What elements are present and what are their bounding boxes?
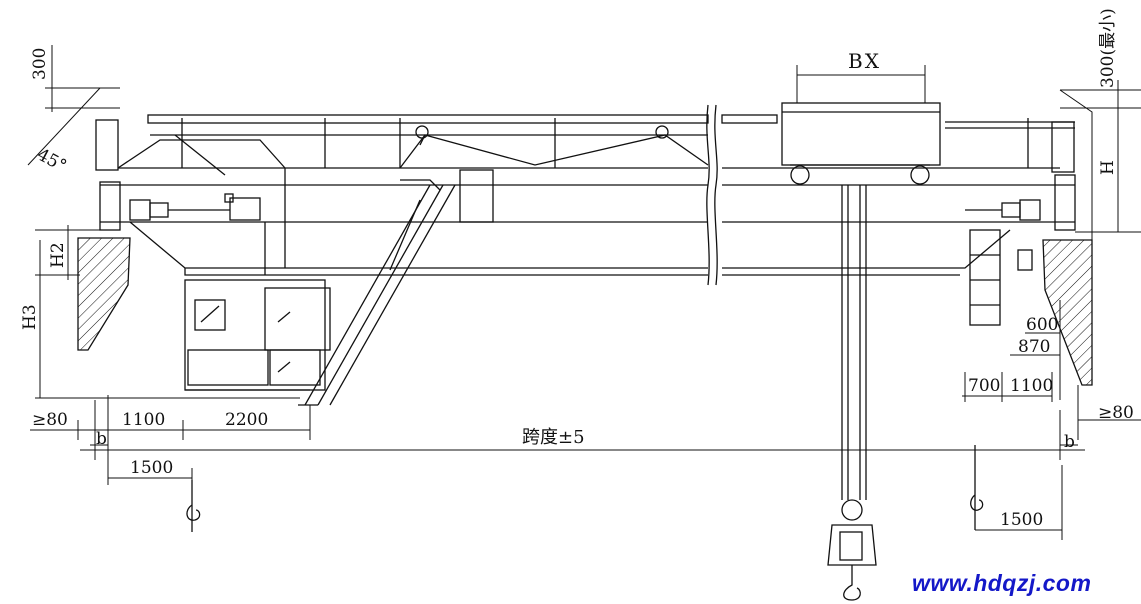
label-1500-left: 1500 bbox=[130, 458, 173, 478]
left-drive-mechanism bbox=[129, 193, 261, 221]
watermark-url: www.hdqzj.com bbox=[912, 570, 1092, 596]
trolley bbox=[781, 102, 941, 185]
label-1500-right: 1500 bbox=[1000, 510, 1043, 530]
label-b-right: b bbox=[1064, 432, 1075, 452]
label-bx: BX bbox=[848, 49, 881, 73]
right-support-wall bbox=[1042, 239, 1093, 386]
dimension-lines bbox=[27, 45, 1141, 540]
label-top-300: 300 bbox=[30, 48, 50, 80]
label-2200: 2200 bbox=[225, 410, 268, 430]
label-1100-left: 1100 bbox=[122, 410, 165, 430]
break-lines bbox=[706, 104, 718, 286]
label-angle-45: 45° bbox=[34, 145, 70, 177]
right-hook-symbol bbox=[970, 445, 984, 530]
label-h2: H2 bbox=[48, 242, 68, 268]
right-drive-mechanism bbox=[965, 199, 1041, 221]
left-hook-symbol bbox=[186, 480, 201, 532]
staircase bbox=[298, 179, 456, 406]
label-top-right-300: 300(最小) bbox=[1098, 8, 1118, 88]
label-600: 600 bbox=[1026, 315, 1058, 335]
top-railing bbox=[147, 114, 1075, 168]
left-support-wall bbox=[77, 237, 131, 351]
operator-cab bbox=[184, 279, 331, 391]
label-span: 跨度±5 bbox=[522, 427, 585, 448]
label-b-left: b bbox=[96, 429, 107, 449]
label-1100-right: 1100 bbox=[1010, 376, 1053, 396]
right-ladder bbox=[969, 229, 1033, 326]
label-ge80-right: ≥80 bbox=[1098, 403, 1134, 423]
label-ge80-left: ≥80 bbox=[32, 410, 68, 430]
label-700: 700 bbox=[968, 376, 1000, 396]
main-girder bbox=[95, 119, 1076, 276]
label-h: H bbox=[1098, 160, 1118, 175]
label-h3: H3 bbox=[20, 304, 40, 330]
label-870: 870 bbox=[1018, 337, 1050, 357]
hoist-rope-and-hook bbox=[827, 185, 877, 601]
